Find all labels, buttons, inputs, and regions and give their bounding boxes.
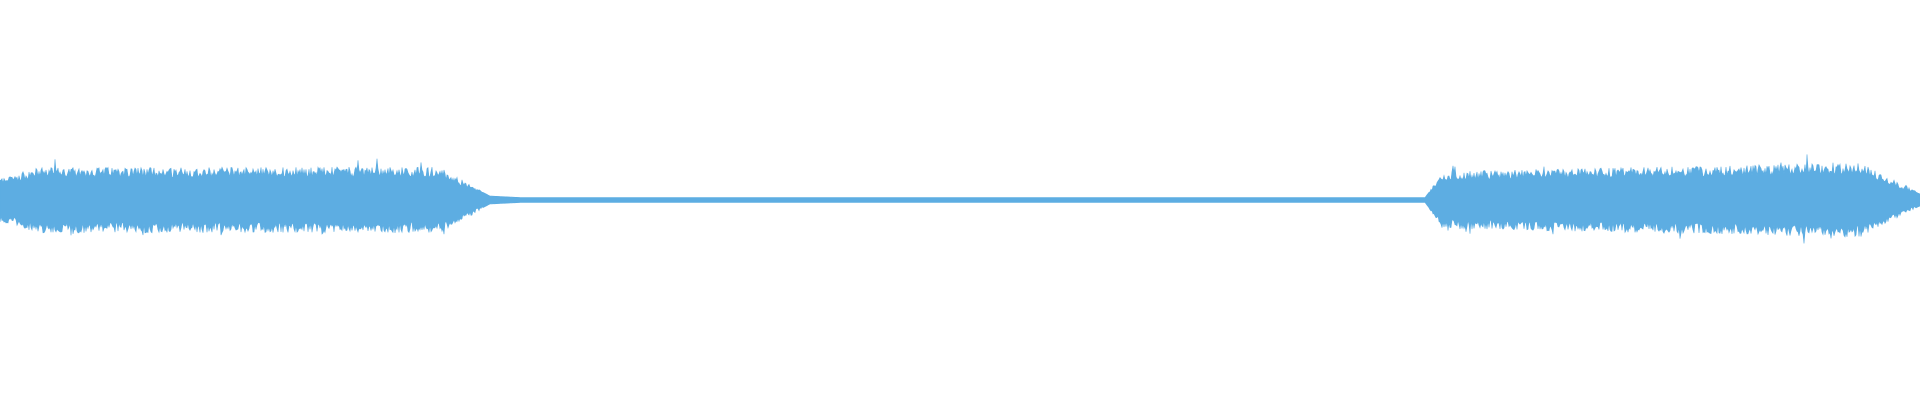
waveform-amplitude-shape xyxy=(0,154,1920,244)
